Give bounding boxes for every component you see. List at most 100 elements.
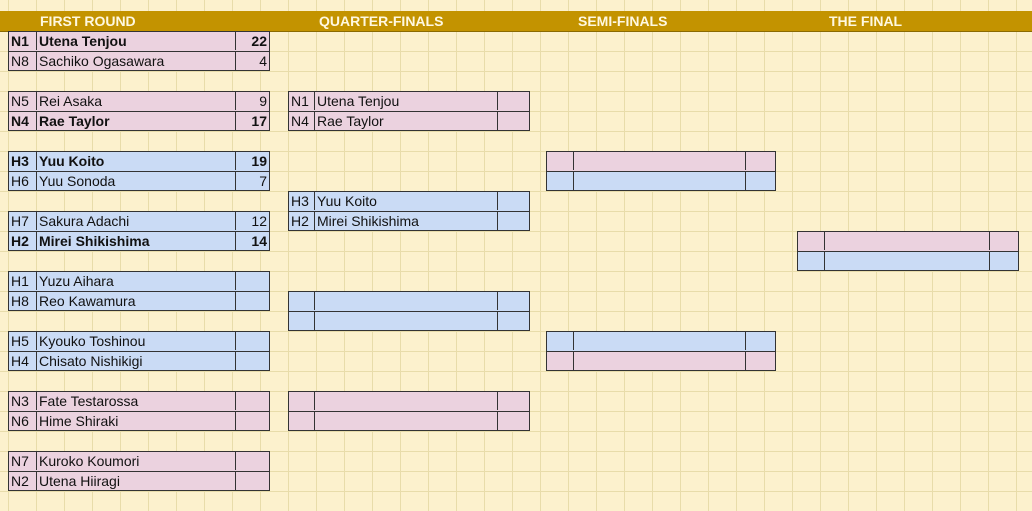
first-round-entry[interactable]: H3 Yuu Koito 19 bbox=[8, 151, 270, 171]
player-name-cell[interactable]: Rae Taylor bbox=[39, 113, 110, 129]
seed-cell[interactable]: N5 bbox=[9, 92, 37, 110]
score-cell[interactable] bbox=[235, 292, 269, 310]
score-cell[interactable]: 9 bbox=[235, 92, 269, 110]
first-round-entry[interactable]: H2 Mirei Shikishima 14 bbox=[8, 231, 270, 251]
quarter-final-entry[interactable] bbox=[288, 391, 530, 411]
semi-final-entry[interactable] bbox=[546, 171, 776, 191]
seed-cell[interactable]: N6 bbox=[9, 412, 37, 430]
score-cell[interactable] bbox=[989, 252, 1018, 270]
seed-cell[interactable] bbox=[289, 392, 315, 410]
score-cell[interactable] bbox=[497, 412, 529, 430]
first-round-entry[interactable]: H1 Yuzu Aihara bbox=[8, 271, 270, 291]
score-cell[interactable]: 17 bbox=[235, 112, 269, 130]
seed-cell[interactable]: H3 bbox=[289, 192, 315, 210]
seed-cell[interactable] bbox=[547, 152, 574, 170]
quarter-final-entry[interactable] bbox=[288, 411, 530, 431]
score-cell[interactable] bbox=[745, 152, 775, 170]
player-name-cell[interactable] bbox=[574, 152, 745, 170]
player-name-cell[interactable]: Utena Hiiragi bbox=[39, 473, 120, 489]
first-round-entry[interactable]: N3 Fate Testarossa bbox=[8, 391, 270, 411]
score-cell[interactable] bbox=[235, 412, 269, 430]
score-cell[interactable] bbox=[745, 352, 775, 370]
first-round-entry[interactable]: H8 Reo Kawamura bbox=[8, 291, 270, 311]
final-entry[interactable] bbox=[797, 251, 1019, 271]
seed-cell[interactable]: N8 bbox=[9, 52, 37, 70]
player-name-cell[interactable]: Yuzu Aihara bbox=[39, 273, 114, 289]
score-cell[interactable] bbox=[235, 392, 269, 410]
score-cell[interactable] bbox=[235, 332, 269, 350]
seed-cell[interactable]: H3 bbox=[9, 152, 37, 170]
first-round-entry[interactable]: N1 Utena Tenjou 22 bbox=[8, 31, 270, 51]
seed-cell[interactable]: H5 bbox=[9, 332, 37, 350]
quarter-final-entry[interactable]: N4 Rae Taylor bbox=[288, 111, 530, 131]
first-round-entry[interactable]: H5 Kyouko Toshinou bbox=[8, 331, 270, 351]
seed-cell[interactable]: N2 bbox=[9, 472, 37, 490]
score-cell[interactable]: 12 bbox=[235, 212, 269, 230]
quarter-final-entry[interactable]: H3 Yuu Koito bbox=[288, 191, 530, 211]
first-round-entry[interactable]: N7 Kuroko Koumori bbox=[8, 451, 270, 471]
seed-cell[interactable]: N4 bbox=[9, 112, 37, 130]
first-round-entry[interactable]: N5 Rei Asaka 9 bbox=[8, 91, 270, 111]
seed-cell[interactable] bbox=[547, 332, 574, 350]
player-name-cell[interactable] bbox=[315, 412, 497, 430]
semi-final-entry[interactable] bbox=[546, 351, 776, 371]
player-name-cell[interactable] bbox=[315, 292, 497, 310]
score-cell[interactable] bbox=[497, 92, 529, 110]
score-cell[interactable] bbox=[497, 212, 529, 230]
player-name-cell[interactable]: Utena Tenjou bbox=[39, 33, 127, 49]
player-name-cell[interactable] bbox=[825, 232, 989, 250]
seed-cell[interactable] bbox=[289, 412, 315, 430]
semi-final-entry[interactable] bbox=[546, 151, 776, 171]
seed-cell[interactable]: H2 bbox=[9, 232, 37, 250]
player-name-cell[interactable]: Chisato Nishikigi bbox=[39, 353, 143, 369]
player-name-cell[interactable]: Rei Asaka bbox=[39, 93, 103, 109]
seed-cell[interactable]: H8 bbox=[9, 292, 37, 310]
seed-cell[interactable]: N1 bbox=[289, 92, 315, 110]
seed-cell[interactable] bbox=[547, 172, 574, 190]
score-cell[interactable] bbox=[497, 192, 529, 210]
seed-cell[interactable]: H7 bbox=[9, 212, 37, 230]
score-cell[interactable] bbox=[497, 392, 529, 410]
score-cell[interactable] bbox=[235, 352, 269, 370]
seed-cell[interactable]: H6 bbox=[9, 172, 37, 190]
player-name-cell[interactable] bbox=[574, 172, 745, 190]
player-name-cell[interactable] bbox=[315, 312, 497, 330]
player-name-cell[interactable]: Kyouko Toshinou bbox=[39, 333, 146, 349]
seed-cell[interactable] bbox=[289, 292, 315, 310]
player-name-cell[interactable] bbox=[825, 252, 989, 270]
player-name-cell[interactable]: Yuu Koito bbox=[39, 153, 105, 169]
score-cell[interactable] bbox=[235, 472, 269, 490]
player-name-cell[interactable]: Hime Shiraki bbox=[39, 413, 119, 429]
seed-cell[interactable]: N1 bbox=[9, 32, 37, 50]
score-cell[interactable] bbox=[745, 172, 775, 190]
score-cell[interactable] bbox=[989, 232, 1018, 250]
seed-cell[interactable] bbox=[547, 352, 574, 370]
score-cell[interactable] bbox=[235, 272, 269, 290]
final-entry[interactable] bbox=[797, 231, 1019, 251]
seed-cell[interactable]: H4 bbox=[9, 352, 37, 370]
score-cell[interactable]: 4 bbox=[235, 52, 269, 70]
first-round-entry[interactable]: H6 Yuu Sonoda 7 bbox=[8, 171, 270, 191]
score-cell[interactable]: 14 bbox=[235, 232, 269, 250]
player-name-cell[interactable]: Rae Taylor bbox=[317, 113, 384, 129]
semi-final-entry[interactable] bbox=[546, 331, 776, 351]
seed-cell[interactable]: N4 bbox=[289, 112, 315, 130]
player-name-cell[interactable]: Utena Tenjou bbox=[317, 93, 400, 109]
quarter-final-entry[interactable]: H2 Mirei Shikishima bbox=[288, 211, 530, 231]
quarter-final-entry[interactable]: N1 Utena Tenjou bbox=[288, 91, 530, 111]
player-name-cell[interactable] bbox=[574, 332, 745, 350]
score-cell[interactable]: 19 bbox=[235, 152, 269, 170]
first-round-entry[interactable]: N8 Sachiko Ogasawara 4 bbox=[8, 51, 270, 71]
first-round-entry[interactable]: N2 Utena Hiiragi bbox=[8, 471, 270, 491]
quarter-final-entry[interactable] bbox=[288, 311, 530, 331]
first-round-entry[interactable]: N6 Hime Shiraki bbox=[8, 411, 270, 431]
first-round-entry[interactable]: H7 Sakura Adachi 12 bbox=[8, 211, 270, 231]
seed-cell[interactable]: N3 bbox=[9, 392, 37, 410]
seed-cell[interactable] bbox=[798, 252, 825, 270]
score-cell[interactable]: 22 bbox=[235, 32, 269, 50]
player-name-cell[interactable] bbox=[574, 352, 745, 370]
player-name-cell[interactable]: Kuroko Koumori bbox=[39, 453, 140, 469]
player-name-cell[interactable]: Mirei Shikishima bbox=[317, 213, 419, 229]
player-name-cell[interactable]: Fate Testarossa bbox=[39, 393, 139, 409]
player-name-cell[interactable]: Sachiko Ogasawara bbox=[39, 53, 165, 69]
